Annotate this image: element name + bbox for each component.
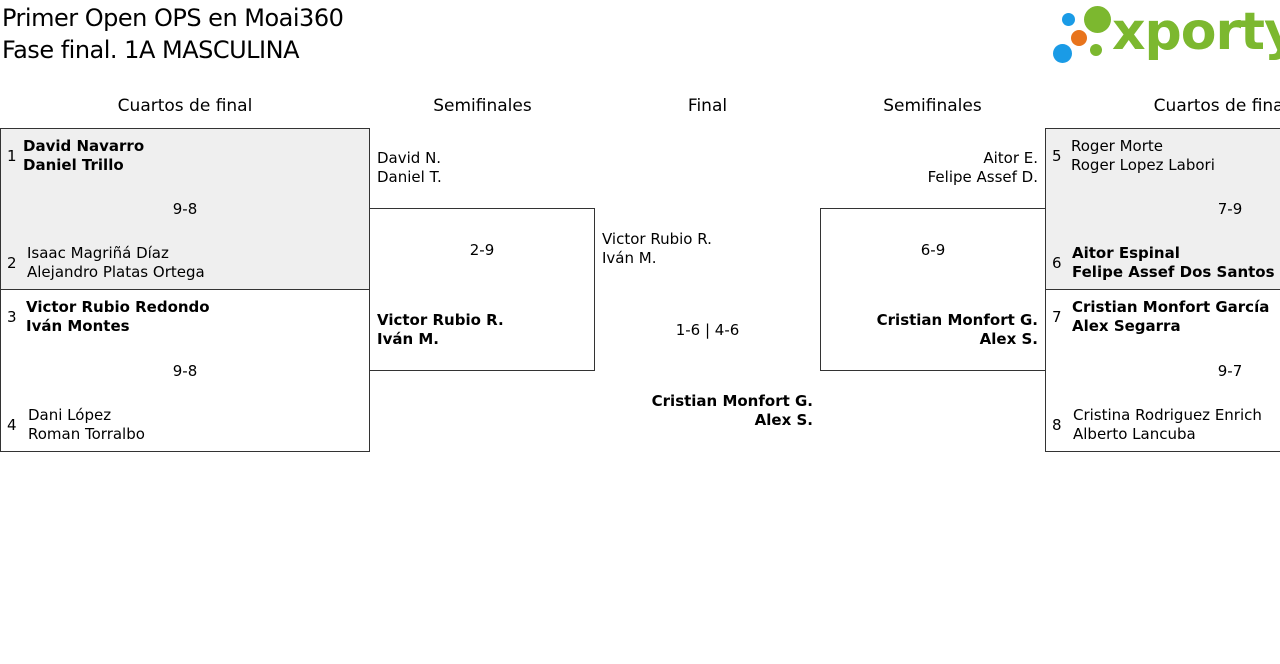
- match-score: 9-7: [1217, 362, 1243, 380]
- player-name: Isaac Magriñá Díaz: [27, 244, 169, 262]
- player-name: Daniel T.: [377, 168, 442, 186]
- player-name: David N.: [377, 149, 442, 167]
- logo-green-dot: [1084, 6, 1111, 33]
- team-b: Cristina Rodriguez Enrich Alberto Lancub…: [1073, 406, 1262, 444]
- player-name: Iván M.: [602, 249, 657, 267]
- team-a: Roger Morte Roger Lopez Labori: [1071, 137, 1215, 175]
- player-name: Aitor Espinal: [1072, 244, 1180, 262]
- team-a: Cristian Monfort García Alex Segarra: [1072, 298, 1269, 336]
- player-name: Iván M.: [377, 330, 440, 348]
- seed-number: 5: [1052, 147, 1062, 165]
- player-name: Victor Rubio R.: [602, 230, 712, 248]
- round-final: Final: [687, 96, 728, 116]
- seed-number: 7: [1052, 308, 1062, 326]
- player-name: Cristina Rodriguez Enrich: [1073, 406, 1262, 424]
- match-score: 7-9: [1217, 200, 1243, 218]
- logo-green-dot-small: [1090, 44, 1102, 56]
- sf-left-team-a: David N. Daniel T.: [377, 149, 442, 187]
- match-qf-right-2: 7 Cristian Monfort García Alex Segarra 9…: [1045, 289, 1280, 452]
- player-name: Alex S.: [979, 330, 1038, 348]
- player-name: Alberto Lancuba: [1073, 425, 1196, 443]
- page-title: Primer Open OPS en Moai360: [2, 4, 344, 32]
- match-score: 9-8: [172, 362, 198, 380]
- logo-blue-dot-large: [1053, 44, 1072, 63]
- final-team-a: Victor Rubio R. Iván M.: [602, 230, 712, 268]
- logo-blue-dot: [1062, 13, 1075, 26]
- page-subtitle: Fase final. 1A MASCULINA: [2, 36, 300, 64]
- player-name: Alex Segarra: [1072, 317, 1181, 335]
- logo-text: xporty: [1112, 2, 1280, 62]
- round-qf-left: Cuartos de final: [117, 96, 253, 116]
- match-sf-right: 6-9 Cristian Monfort G. Alex S.: [820, 208, 1046, 371]
- player-name: Cristian Monfort García: [1072, 298, 1270, 316]
- seed-number: 4: [7, 416, 17, 434]
- player-name: Aitor E.: [983, 149, 1038, 167]
- player-name: Roger Morte: [1071, 137, 1164, 155]
- final-score: 1-6 | 4-6: [675, 321, 740, 339]
- team-b: Dani López Roman Torralbo: [28, 406, 145, 444]
- player-name: Roger Lopez Labori: [1071, 156, 1215, 174]
- player-name: Iván Montes: [26, 317, 130, 335]
- sf-left-team-b: Victor Rubio R. Iván M.: [377, 311, 504, 349]
- player-name: Roman Torralbo: [28, 425, 145, 443]
- round-qf-right: Cuartos de final: [1153, 96, 1280, 116]
- match-sf-left: 2-9 Victor Rubio R. Iván M.: [369, 208, 595, 371]
- team-b: Aitor Espinal Felipe Assef Dos Santos: [1072, 244, 1275, 282]
- match-score: 2-9: [469, 241, 495, 259]
- final-team-b: Cristian Monfort G. Alex S.: [600, 392, 813, 430]
- seed-number: 8: [1052, 416, 1062, 434]
- player-name: Victor Rubio Redondo: [26, 298, 210, 316]
- match-qf-right-1: 5 Roger Morte Roger Lopez Labori 7-9 6 A…: [1045, 128, 1280, 290]
- seed-number: 1: [7, 147, 17, 165]
- team-a: Victor Rubio Redondo Iván Montes: [26, 298, 210, 336]
- player-name: Felipe Assef D.: [927, 168, 1038, 186]
- sf-right-team-b: Cristian Monfort G. Alex S.: [821, 311, 1038, 349]
- player-name: David Navarro: [23, 137, 145, 155]
- team-a: David Navarro Daniel Trillo: [23, 137, 144, 175]
- player-name: Victor Rubio R.: [377, 311, 504, 329]
- player-name: Daniel Trillo: [23, 156, 124, 174]
- seed-number: 6: [1052, 254, 1062, 272]
- match-qf-left-1: 1 David Navarro Daniel Trillo 9-8 2 Isaa…: [0, 128, 370, 290]
- seed-number: 3: [7, 308, 17, 326]
- xporty-logo: xporty: [1050, 2, 1280, 68]
- match-score: 6-9: [920, 241, 946, 259]
- player-name: Dani López: [28, 406, 112, 424]
- logo-orange-dot: [1071, 30, 1087, 46]
- match-qf-left-2: 3 Victor Rubio Redondo Iván Montes 9-8 4…: [0, 289, 370, 452]
- round-sf-right: Semifinales: [883, 96, 982, 116]
- match-score: 9-8: [172, 200, 198, 218]
- player-name: Alejandro Platas Ortega: [27, 263, 205, 281]
- player-name: Felipe Assef Dos Santos: [1072, 263, 1275, 281]
- team-b: Isaac Magriñá Díaz Alejandro Platas Orte…: [27, 244, 205, 282]
- player-name: Alex S.: [754, 411, 813, 429]
- player-name: Cristian Monfort G.: [876, 311, 1038, 329]
- seed-number: 2: [7, 254, 17, 272]
- round-sf-left: Semifinales: [433, 96, 532, 116]
- player-name: Cristian Monfort G.: [651, 392, 813, 410]
- sf-right-team-a: Aitor E. Felipe Assef D.: [820, 149, 1038, 187]
